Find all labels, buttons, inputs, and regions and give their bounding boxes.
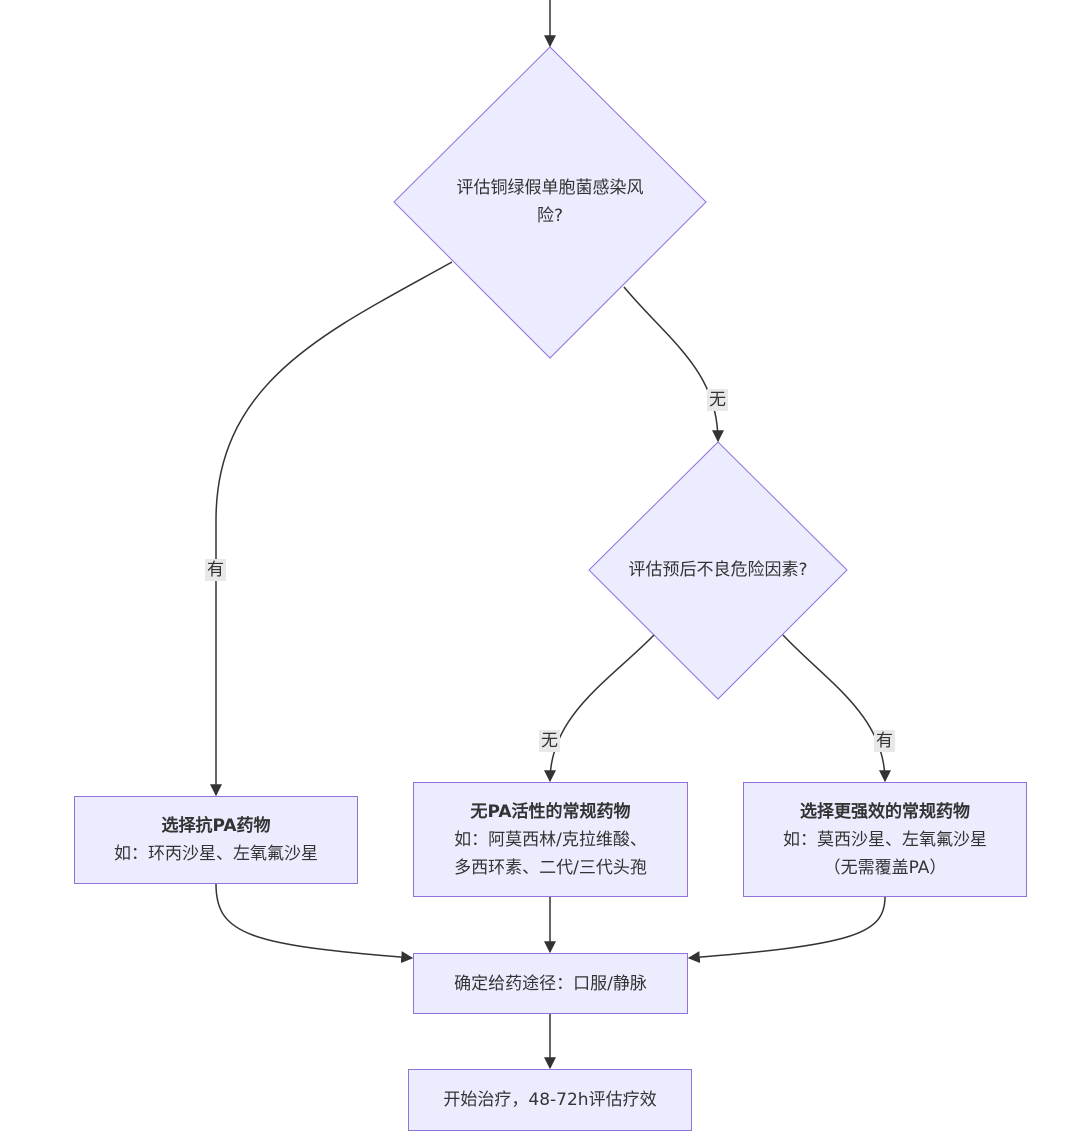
stronger-drug-examples: 如：莫西沙星、左氧氟沙星 bbox=[783, 829, 987, 850]
route-box: 确定给药途径：口服/静脉 bbox=[413, 953, 688, 1014]
pa-risk-question-line1: 评估铜绿假单胞菌感染风 bbox=[456, 178, 644, 198]
edge-label-pa-risk-no: 无 bbox=[707, 389, 728, 411]
edge-label-prognosis-yes: 有 bbox=[874, 730, 895, 752]
stronger-drug-note: （无需覆盖PA） bbox=[823, 857, 947, 878]
edge-label-pa-risk-yes: 有 bbox=[205, 559, 226, 581]
prognosis-question: 评估预后不良危险因素? bbox=[628, 560, 808, 580]
anti-pa-drug-examples: 如：环丙沙星、左氧氟沙星 bbox=[114, 844, 318, 864]
edge-anti-pa-to-route bbox=[215, 883, 414, 964]
edge-pa-risk-no bbox=[623, 286, 724, 443]
edge-prognosis-yes bbox=[782, 634, 891, 783]
start-treatment-box: 开始治疗，48-72h评估疗效 bbox=[408, 1069, 692, 1131]
prognosis-diamond bbox=[588, 441, 848, 700]
pa-risk-question-line2: 险? bbox=[536, 206, 564, 226]
no-pa-drug-examples-1: 如：阿莫西林/克拉维酸、 bbox=[454, 829, 647, 850]
pa-risk-question: 评估铜绿假单胞菌感染风 险? bbox=[430, 174, 670, 230]
pa-risk-diamond bbox=[393, 46, 707, 359]
no-pa-drug-box: 无PA活性的常规药物 如：阿莫西林/克拉维酸、 多西环素、二代/三代头孢 bbox=[413, 782, 688, 897]
edge-label-prognosis-no: 无 bbox=[539, 730, 560, 752]
stronger-drug-title: 选择更强效的常规药物 bbox=[800, 801, 970, 822]
edge-stronger-to-route bbox=[687, 896, 886, 964]
edge-prognosis-no bbox=[544, 634, 655, 783]
anti-pa-drug-title: 选择抗PA药物 bbox=[161, 816, 271, 836]
no-pa-drug-title: 无PA活性的常规药物 bbox=[470, 801, 631, 822]
stronger-drug-box: 选择更强效的常规药物 如：莫西沙星、左氧氟沙星 （无需覆盖PA） bbox=[743, 782, 1027, 897]
no-pa-drug-examples-2: 多西环素、二代/三代头孢 bbox=[454, 857, 647, 878]
anti-pa-drug-box: 选择抗PA药物 如：环丙沙星、左氧氟沙星 bbox=[74, 796, 358, 884]
edge-pa-risk-yes bbox=[210, 261, 453, 797]
